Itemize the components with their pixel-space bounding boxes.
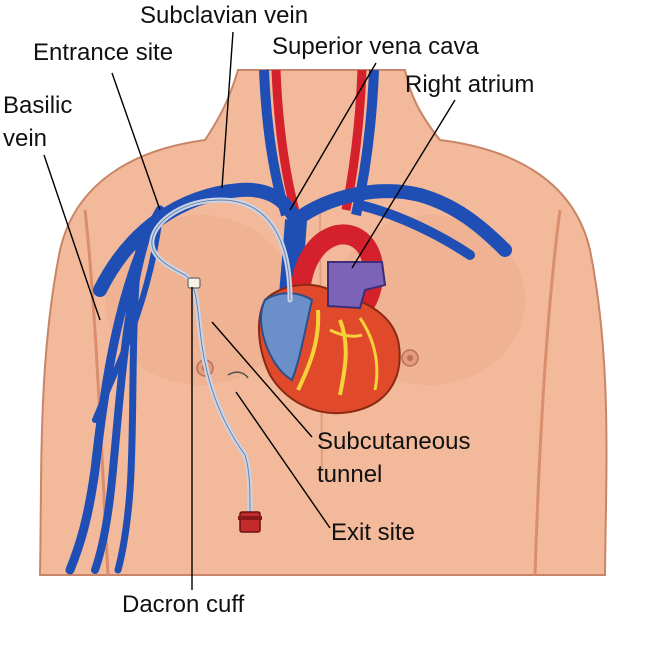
vein-branch-right <box>355 200 475 260</box>
coronary-vessel-2 <box>338 319 348 396</box>
subclavian-vein-left <box>93 182 303 297</box>
carotid-artery-left <box>271 69 301 217</box>
leader-svc <box>289 62 377 211</box>
leader-basilic <box>43 154 101 321</box>
dacron-cuff <box>187 277 201 289</box>
leader-entrance <box>111 72 161 211</box>
arm-vein-3 <box>114 236 144 574</box>
label-basilic-vein-line2: vein <box>3 125 48 152</box>
catheter-outline <box>151 199 291 516</box>
label-basilic-vein-line1: Basilic <box>3 92 73 119</box>
subclavian-vein-right <box>289 184 512 257</box>
leader-exit <box>235 391 331 529</box>
catheter-cap-ring <box>238 516 262 520</box>
label-dacron-cuff: Dacron cuff <box>122 591 245 618</box>
coronary-vessel-4 <box>329 328 363 338</box>
leader-subclavian <box>221 31 234 189</box>
label-superior-vena-cava: Superior vena cava <box>272 33 479 60</box>
coronary-vessel-3 <box>358 317 379 391</box>
tunnel-stitch <box>227 371 249 379</box>
label-right-atrium: Right atrium <box>405 71 535 98</box>
right-arm-crease <box>533 209 562 576</box>
label-subclavian-vein: Subclavian vein <box>140 2 309 29</box>
arm-vein-4 <box>92 212 163 423</box>
label-subcutaneous-tunnel-line2: tunnel <box>317 461 383 488</box>
catheter-cap <box>239 511 261 533</box>
label-subcutaneous-tunnel-line1: Subcutaneous <box>317 428 471 455</box>
label-exit-site: Exit site <box>331 519 416 546</box>
right-atrium <box>327 261 387 310</box>
right-nipple-center <box>407 355 413 361</box>
label-entrance-site: Entrance site <box>33 39 174 66</box>
leader-right-atrium <box>351 99 456 269</box>
coronary-vessel-1 <box>296 309 321 391</box>
leader-subcutaneous <box>211 321 313 438</box>
aortic-arch <box>290 224 384 320</box>
right-ventricle-blue <box>260 292 314 382</box>
